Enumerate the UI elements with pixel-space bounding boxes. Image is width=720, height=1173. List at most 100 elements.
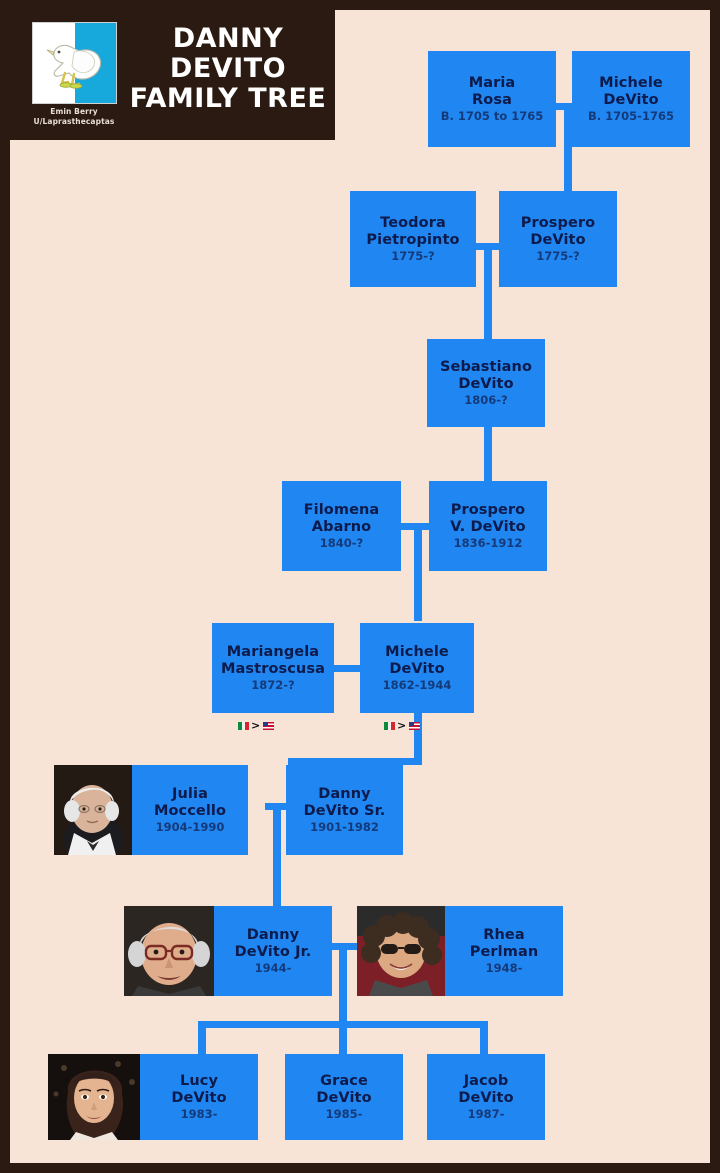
node-filomena-abarno[interactable]: Filomena Abarno 1840-? [282, 481, 401, 571]
node-name-line-1: Maria [468, 75, 516, 91]
node-name-line-2: DeVito [389, 660, 445, 677]
node-years: 1987- [467, 1107, 505, 1121]
node-michele-devito-1862[interactable]: Michele DeVito 1862-1944 [360, 623, 474, 713]
dove-flag-logo [32, 22, 117, 104]
node-name-line-1: Lucy [179, 1073, 218, 1089]
node-name-line-2: DeVito [458, 375, 514, 392]
migration-arrow: > [397, 719, 408, 732]
connector-drop-gen6 [273, 803, 281, 908]
node-michele-devito-1705[interactable]: Michele DeVito B. 1705-1765 [572, 51, 690, 147]
photo-julia-moccello [54, 765, 132, 855]
title-line-1: DANNY [172, 23, 284, 54]
title-line-3: FAMILY TREE [129, 83, 327, 114]
node-name-line-2: DeVito Jr. [234, 943, 312, 960]
node-prospero-devito[interactable]: Prospero DeVito 1775-? [499, 191, 617, 287]
node-name-line-1: Prospero [450, 502, 526, 518]
migration-marker-mariangela: > [238, 719, 275, 732]
node-years: 1872-? [251, 678, 295, 692]
node-rhea-perlman[interactable]: Rhea Perlman 1948- [445, 906, 563, 996]
node-grace-devito[interactable]: Grace DeVito 1985- [285, 1054, 403, 1140]
node-name-line-2: DeVito [171, 1089, 227, 1106]
node-years: 1985- [325, 1107, 363, 1121]
node-years: 1948- [485, 961, 523, 975]
node-julia-moccello[interactable]: Julia Moccello 1904-1990 [132, 765, 248, 855]
node-lucy-devito[interactable]: Lucy DeVito 1983- [140, 1054, 258, 1140]
node-jacob-devito[interactable]: Jacob DeVito 1987- [427, 1054, 545, 1140]
node-maria-rosa[interactable]: Maria Rosa B. 1705 to 1765 [428, 51, 556, 147]
node-years: B. 1705 to 1765 [440, 109, 544, 123]
page-title: DANNY DEVITO FAMILY TREE [128, 24, 328, 114]
node-name-line-2: DeVito [458, 1089, 514, 1106]
node-name-line-1: Danny [318, 786, 371, 802]
connector-drop-gen5 [414, 732, 422, 765]
photo-lucy-devito [48, 1054, 140, 1140]
node-years: 1901-1982 [310, 820, 379, 834]
connector-drop-gen1 [564, 103, 572, 207]
dove-icon [46, 44, 102, 89]
migration-marker-michele: > [384, 719, 421, 732]
node-mariangela-mastroscusa[interactable]: Mariangela Mastroscusa 1872-? [212, 623, 334, 713]
italy-flag-icon [384, 722, 395, 730]
node-name-line-1: Teodora [380, 215, 446, 231]
node-name-line-2: Mastroscusa [221, 660, 325, 677]
node-years: 1904-1990 [155, 820, 225, 834]
node-name-line-1: Michele [385, 644, 449, 660]
connector-drop-lucy [198, 1021, 206, 1055]
node-years: 1775-? [536, 249, 580, 263]
node-years: 1775-? [391, 249, 435, 263]
node-name-line-1: Rhea [483, 927, 525, 943]
italy-flag-icon [238, 722, 249, 730]
connector-bus-gen5 [288, 758, 422, 765]
family-tree-canvas: Emin Berry U/Laprasthecaptas DANNY DEVIT… [10, 10, 710, 1163]
node-name-line-1: Danny [246, 927, 300, 943]
connector-drop-gen4 [414, 523, 422, 621]
header-banner: Emin Berry U/Laprasthecaptas DANNY DEVIT… [10, 10, 335, 140]
node-name-line-1: Filomena [303, 502, 380, 518]
credit-author: Emin Berry [50, 107, 98, 116]
connector-drop-gen3 [484, 425, 492, 483]
node-name-line-2: DeVito Sr. [303, 802, 386, 819]
node-name-line-1: Jacob [463, 1073, 509, 1089]
node-name-line-2: Perlman [469, 943, 539, 960]
connector-drop-gen7 [339, 943, 347, 1021]
connector-couple-gen5 [330, 665, 366, 672]
node-years: 1983- [180, 1107, 218, 1121]
connector-drop-gen2 [484, 243, 492, 341]
node-name-line-2: DeVito [603, 91, 659, 108]
node-danny-devito-sr[interactable]: Danny DeVito Sr. 1901-1982 [286, 765, 403, 855]
usa-flag-icon [409, 722, 421, 730]
credit-handle: U/Laprasthecaptas [33, 116, 115, 126]
node-name-line-2: Abarno [311, 518, 372, 535]
node-name-line-1: Julia [172, 786, 208, 802]
node-name-line-2: V. DeVito [450, 518, 526, 535]
node-years: 1836-1912 [453, 536, 523, 550]
node-name-line-1: Mariangela [226, 644, 320, 660]
connector-drop-grace [339, 1021, 347, 1055]
connector-drop-jacob [480, 1021, 488, 1055]
node-years: B. 1705-1765 [588, 109, 674, 123]
node-teodora-pietropinto[interactable]: Teodora Pietropinto 1775-? [350, 191, 476, 287]
node-danny-devito-jr[interactable]: Danny DeVito Jr. 1944- [214, 906, 332, 996]
node-name-line-1: Michele [599, 75, 663, 91]
credit-text: Emin Berry U/Laprasthecaptas [20, 107, 128, 126]
connector-drop-gen5-stub [414, 710, 422, 732]
migration-arrow: > [251, 719, 262, 732]
node-name-line-1: Grace [320, 1073, 368, 1089]
node-years: 1862-1944 [382, 678, 452, 692]
node-name-line-2: Moccello [153, 802, 227, 819]
photo-danny-devito-jr [124, 906, 214, 996]
node-sebastiano-devito[interactable]: Sebastiano DeVito 1806-? [427, 339, 545, 427]
node-name-line-2: Pietropinto [366, 231, 460, 248]
node-name-line-1: Prospero [520, 215, 596, 231]
usa-flag-icon [263, 722, 275, 730]
node-years: 1944- [254, 961, 292, 975]
node-name-line-2: Rosa [472, 91, 512, 108]
node-name-line-1: Sebastiano [439, 359, 533, 375]
title-line-2: DEVITO [169, 53, 287, 84]
node-years: 1840-? [319, 536, 364, 550]
node-name-line-2: DeVito [530, 231, 586, 248]
node-years: 1806-? [464, 393, 508, 407]
node-name-line-2: DeVito [316, 1089, 372, 1106]
photo-rhea-perlman [357, 906, 445, 996]
node-prospero-v-devito[interactable]: Prospero V. DeVito 1836-1912 [429, 481, 547, 571]
